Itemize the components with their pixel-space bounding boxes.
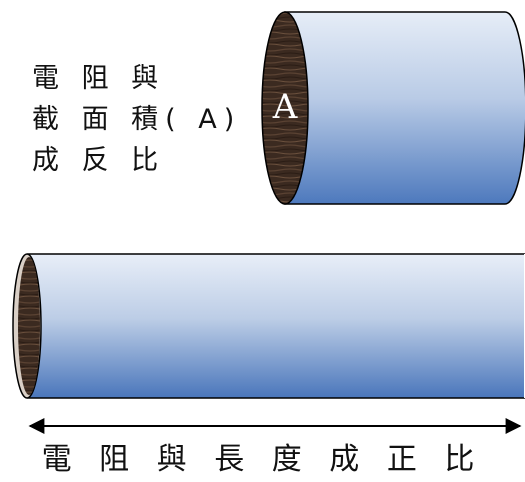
area-relation-line-3: 成 反 比 <box>32 145 166 176</box>
short-cylinder-body <box>284 11 525 205</box>
area-relation-line-1: 電 阻 與 <box>32 63 166 94</box>
long-cylinder-body <box>27 253 525 399</box>
short-cylinder-end-face <box>261 11 309 205</box>
long-cylinder <box>12 253 525 399</box>
area-relation-line-2: 截 面 積( A) <box>32 104 242 135</box>
area-label: A <box>272 87 298 127</box>
area-relation-text: 電 阻 與 截 面 積( A) 成 反 比 <box>32 58 242 181</box>
length-relation-text: 電 阻 與 長 度 成 正 比 <box>41 442 484 477</box>
short-cylinder: A <box>261 11 525 205</box>
